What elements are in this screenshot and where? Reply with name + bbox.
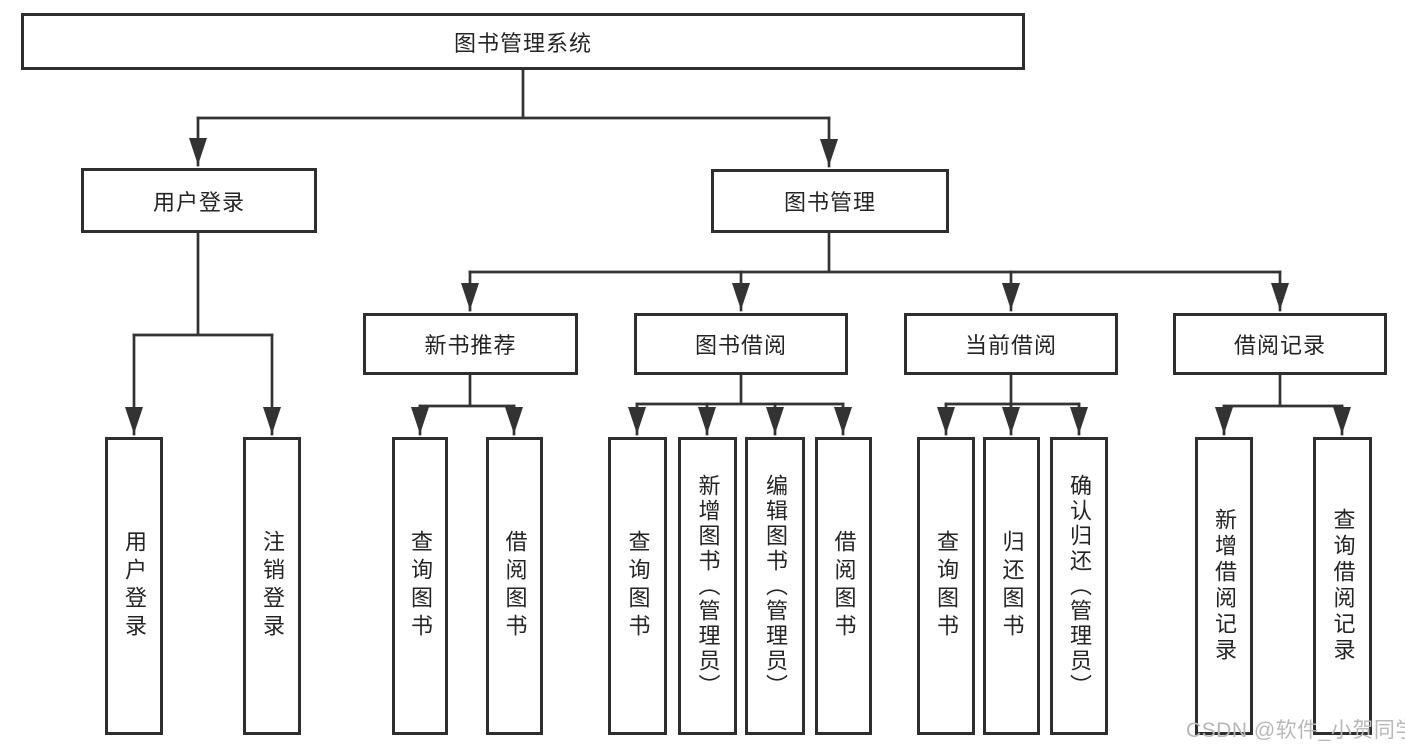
node-borrowing-records: 借阅记录 — [1173, 313, 1387, 375]
node-nb-borrow-books-label: 借阅图书 — [502, 530, 528, 642]
node-br-add-record-label: 新增借阅记录 — [1212, 508, 1237, 664]
node-logout-leaf: 注销登录 — [243, 437, 301, 735]
node-new-book-recommendation-label: 新书推荐 — [424, 333, 517, 358]
node-cb-return-books-label: 归还图书 — [999, 530, 1025, 642]
node-bb-add-books-admin: 新增图书（管理员） — [678, 437, 737, 735]
node-cb-query-books: 查询图书 — [917, 437, 975, 735]
node-bb-borrow-books-label: 借阅图书 — [831, 530, 857, 642]
node-br-query-record: 查询借阅记录 — [1313, 437, 1372, 735]
node-bb-query-books: 查询图书 — [608, 437, 667, 735]
node-book-borrowing-label: 图书借阅 — [694, 333, 787, 358]
node-bb-borrow-books: 借阅图书 — [815, 437, 872, 735]
node-book-management-label: 图书管理 — [783, 190, 876, 215]
node-cb-query-books-label: 查询图书 — [934, 530, 959, 642]
node-bb-edit-books-admin-label: 编辑图书（管理员） — [763, 473, 788, 699]
node-new-book-recommendation: 新书推荐 — [363, 313, 578, 375]
node-user-login-leaf: 用户登录 — [105, 437, 163, 735]
node-cb-confirm-return-admin-label: 确认归还（管理员） — [1067, 473, 1092, 699]
node-br-query-record-label: 查询借阅记录 — [1330, 508, 1356, 664]
node-book-management: 图书管理 — [711, 169, 949, 233]
node-bb-edit-books-admin: 编辑图书（管理员） — [745, 437, 805, 735]
node-current-borrowing: 当前借阅 — [904, 313, 1118, 375]
node-logout-leaf-label: 注销登录 — [260, 530, 285, 642]
node-user-login: 用户登录 — [81, 168, 317, 233]
node-user-login-label: 用户登录 — [152, 189, 245, 215]
node-current-borrowing-label: 当前借阅 — [964, 333, 1057, 358]
node-nb-query-books-label: 查询图书 — [408, 530, 433, 642]
node-root-system: 图书管理系统 — [21, 13, 1025, 70]
node-br-add-record: 新增借阅记录 — [1195, 437, 1253, 735]
node-bb-add-books-admin-label: 新增图书（管理员） — [695, 473, 721, 699]
node-root-label: 图书管理系统 — [453, 30, 592, 56]
node-nb-query-books: 查询图书 — [392, 437, 448, 735]
csdn-watermark: CSDN @软件_小贺同学 — [1186, 719, 1405, 742]
node-cb-confirm-return-admin: 确认归还（管理员） — [1050, 437, 1108, 735]
node-nb-borrow-books: 借阅图书 — [486, 437, 543, 735]
node-bb-query-books-label: 查询图书 — [625, 530, 651, 642]
node-book-borrowing: 图书借阅 — [634, 313, 848, 375]
node-cb-return-books: 归还图书 — [983, 437, 1040, 735]
node-borrowing-records-label: 借阅记录 — [1233, 333, 1326, 358]
node-user-login-leaf-label: 用户登录 — [122, 530, 147, 642]
